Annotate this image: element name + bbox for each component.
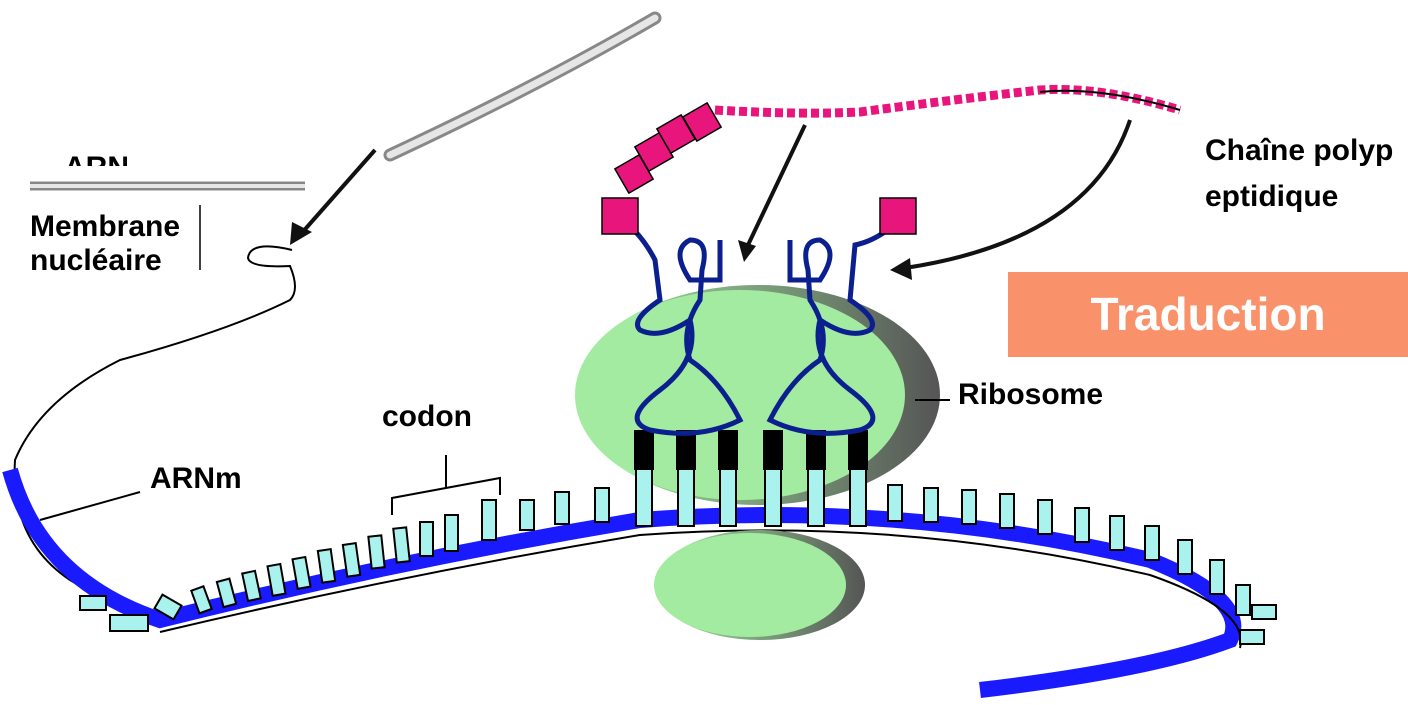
arrow-chain-1-head xyxy=(738,240,756,262)
polypeptide-tail xyxy=(715,89,1180,113)
label-membrane-nucleaire: Membrane nucléaire xyxy=(30,210,220,278)
arrow-chain-1 xyxy=(748,125,805,245)
arnm-leader xyxy=(40,492,140,520)
traduction-title: Traduction xyxy=(1008,272,1408,357)
label-chaine-polypeptidique: Chaîne polypeptidique xyxy=(1205,128,1405,220)
label-arnm: ARNm xyxy=(150,462,242,496)
polypeptide-chain xyxy=(602,103,916,234)
arn-strand-top-inner xyxy=(390,18,655,155)
label-ribosome: Ribosome xyxy=(958,378,1103,412)
label-arn: ARN xyxy=(64,148,129,166)
arrow-to-pore xyxy=(300,150,375,235)
label-codon: codon xyxy=(382,400,472,434)
arrow-chain-2 xyxy=(905,120,1130,268)
traduction-banner: Traduction xyxy=(1008,272,1408,357)
ribosome-small-body xyxy=(654,533,846,637)
arrow-chain-2-head xyxy=(890,258,912,280)
